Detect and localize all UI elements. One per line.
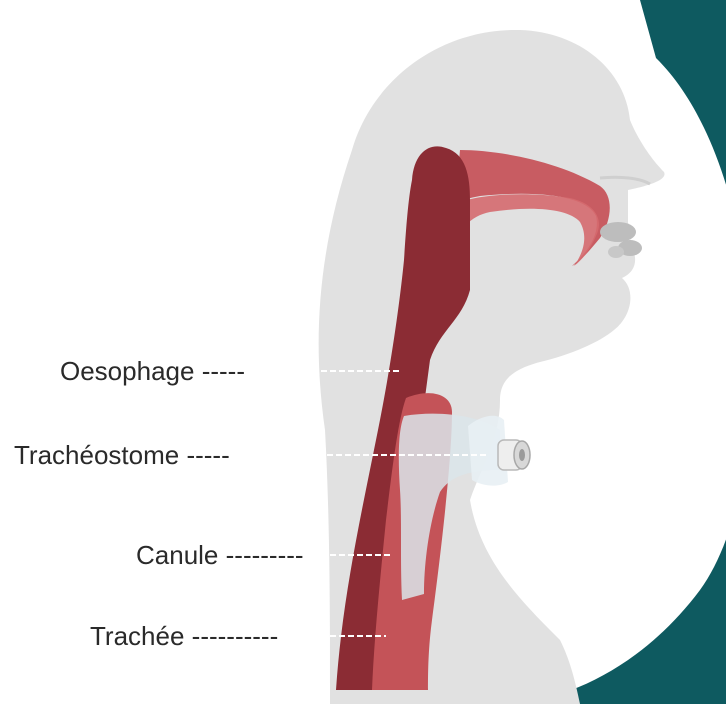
label-canule: Canule --------- <box>136 538 304 572</box>
stoma-valve <box>498 440 530 470</box>
label-oesophage-dashes: ----- <box>202 356 245 386</box>
label-canule-text: Canule <box>136 540 218 570</box>
label-tracheostome-dashes: ----- <box>186 440 229 470</box>
label-trachee-text: Trachée <box>90 621 184 651</box>
label-tracheostome-text: Trachéostome <box>14 440 179 470</box>
label-oesophage-text: Oesophage <box>60 356 194 386</box>
label-trachee: Trachée ---------- <box>90 619 278 653</box>
label-oesophage: Oesophage ----- <box>60 354 245 388</box>
label-trachee-dashes: ---------- <box>192 621 279 651</box>
label-canule-dashes: --------- <box>226 540 304 570</box>
label-tracheostome: Trachéostome ----- <box>14 438 230 472</box>
